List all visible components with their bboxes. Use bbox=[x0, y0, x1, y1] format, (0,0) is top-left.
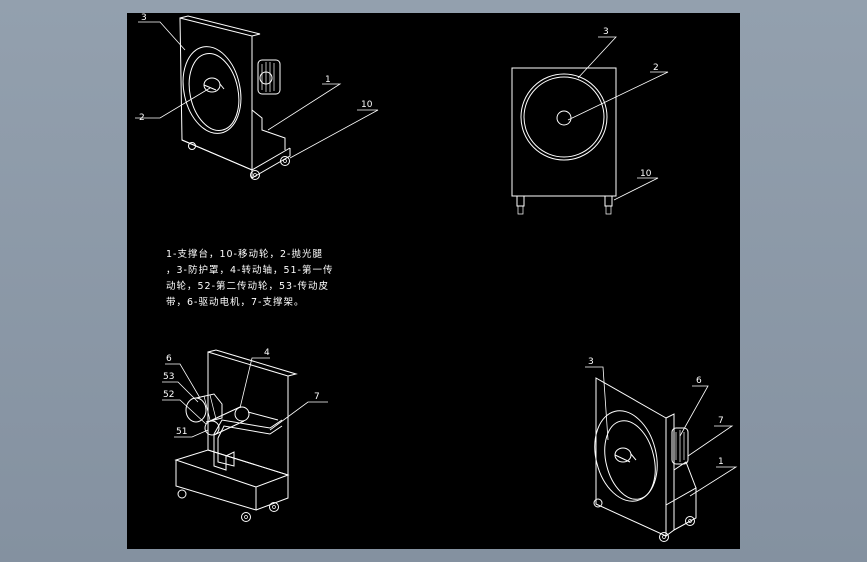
motor-fins-side bbox=[675, 430, 685, 462]
leader-2b bbox=[567, 71, 669, 121]
polishing-disc-outer bbox=[182, 46, 242, 134]
polishing-disc-front-rim bbox=[523, 76, 605, 158]
rear-panel-top bbox=[207, 349, 298, 377]
callout-7c: 7 bbox=[314, 392, 320, 402]
legend-line: 带，6-驱动电机，7-支撑架。 bbox=[166, 297, 305, 308]
motor-pulley bbox=[259, 71, 273, 85]
callout-3a: 3 bbox=[141, 13, 147, 23]
callout-10a: 10 bbox=[361, 100, 373, 110]
leader-4c bbox=[239, 357, 270, 409]
polishing-hub-front bbox=[556, 110, 572, 126]
leader-7c bbox=[269, 401, 328, 431]
drive-motor bbox=[257, 59, 281, 95]
support-table-top bbox=[174, 449, 290, 488]
pulley-second bbox=[234, 406, 250, 422]
leader-1a bbox=[267, 83, 342, 131]
view-isometric-side: 3 6 7 1 bbox=[585, 357, 738, 542]
view-isometric-rear: 6 53 52 51 4 7 bbox=[162, 348, 328, 522]
leader-3a bbox=[138, 21, 186, 51]
polishing-hub-side bbox=[614, 447, 632, 463]
leader-52c bbox=[162, 399, 207, 425]
pulley-first bbox=[204, 420, 220, 436]
leader-3d bbox=[585, 366, 609, 441]
callout-52c: 52 bbox=[163, 390, 174, 400]
protective-cover-front bbox=[511, 67, 617, 197]
panel-top-edge bbox=[179, 15, 261, 37]
drive-motor-side bbox=[671, 427, 689, 465]
polishing-disc-rim bbox=[188, 53, 240, 131]
leader-10a bbox=[289, 109, 379, 159]
legend-line: 动轮，52-第二传动轮，53-传动皮 bbox=[166, 281, 330, 292]
legend-line: ，3-防护罩，4-转动轴，51-第一传 bbox=[166, 265, 334, 276]
callout-6d: 6 bbox=[696, 376, 702, 386]
callout-4c: 4 bbox=[264, 348, 270, 358]
transmission-belt bbox=[209, 406, 245, 436]
callout-2b: 2 bbox=[653, 63, 659, 73]
drawing-sheet bbox=[127, 13, 740, 549]
side-caster-wheels bbox=[593, 498, 695, 542]
leader-10b bbox=[613, 177, 659, 201]
leader-51c bbox=[174, 429, 209, 438]
front-wheels bbox=[516, 195, 613, 215]
support-table-side bbox=[255, 475, 289, 511]
base-side bbox=[251, 148, 291, 179]
support-frame-rod bbox=[213, 419, 283, 435]
polishing-disc-side-rim bbox=[604, 420, 656, 500]
leader-2a bbox=[135, 87, 211, 119]
callout-10b: 10 bbox=[640, 169, 652, 179]
panel-step bbox=[251, 109, 286, 150]
callout-51c: 51 bbox=[176, 427, 187, 437]
callout-3d: 3 bbox=[588, 357, 594, 367]
support-table-front bbox=[175, 460, 257, 511]
callout-3b: 3 bbox=[603, 27, 609, 37]
leader-1d bbox=[689, 466, 738, 497]
callout-1d: 1 bbox=[718, 457, 724, 467]
callout-6c: 6 bbox=[166, 354, 172, 364]
polishing-hub-shaft bbox=[203, 83, 225, 91]
hub-shaft-side bbox=[614, 453, 637, 463]
polishing-disc-front bbox=[520, 73, 608, 161]
support-table-top-b bbox=[673, 461, 697, 489]
legend-line: 1-支撑台，10-移动轮，2-抛光腿 bbox=[166, 249, 323, 260]
view-front-orthographic: 3 2 10 bbox=[511, 27, 669, 215]
view-isometric-front: 3 2 1 10 bbox=[135, 13, 379, 180]
leader-6d bbox=[679, 385, 709, 437]
support-table-side-b bbox=[665, 487, 697, 531]
leader-6c bbox=[165, 363, 201, 399]
drive-motor-body bbox=[195, 393, 223, 423]
leader-3b bbox=[577, 36, 617, 79]
polishing-disc-side bbox=[594, 410, 658, 502]
rear-caster-wheels bbox=[177, 489, 279, 522]
panel-thickness bbox=[665, 413, 675, 537]
callout-2a: 2 bbox=[139, 113, 145, 123]
support-frame-legs bbox=[213, 434, 235, 471]
callout-7d: 7 bbox=[718, 416, 724, 426]
motor-fins bbox=[261, 62, 275, 92]
callout-53c: 53 bbox=[163, 372, 174, 382]
caster-wheels bbox=[188, 142, 290, 180]
rotating-shaft bbox=[247, 411, 279, 421]
callout-1a: 1 bbox=[325, 75, 331, 85]
leader-53c bbox=[162, 381, 199, 403]
parts-legend: 1-支撑台，10-移动轮，2-抛光腿 ，3-防护罩，4-转动轴，51-第一传 动… bbox=[166, 247, 366, 311]
leader-7d bbox=[687, 425, 734, 457]
motor-fins-rear bbox=[203, 394, 217, 421]
rear-panel bbox=[207, 351, 289, 476]
motor-end bbox=[185, 397, 207, 423]
